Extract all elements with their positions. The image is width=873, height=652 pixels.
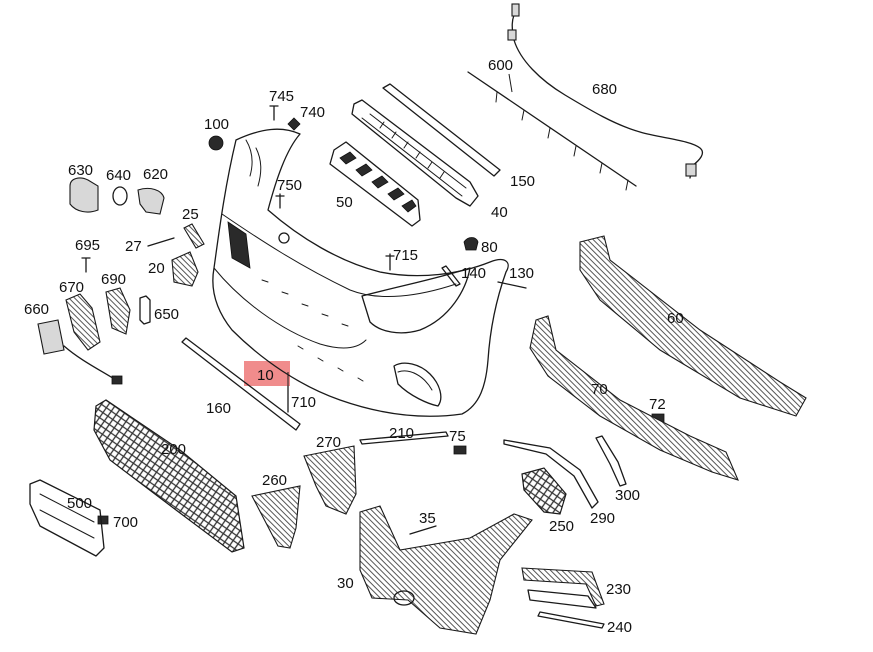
side-brackets: [171, 223, 205, 287]
label-300[interactable]: 300: [615, 487, 640, 504]
label-230[interactable]: 230: [606, 581, 631, 598]
part-50-grille-louvre: [329, 141, 421, 227]
part-200-mesh-grille: [93, 399, 245, 553]
label-620[interactable]: 620: [143, 166, 168, 183]
label-640[interactable]: 640: [106, 167, 131, 184]
label-30[interactable]: 30: [337, 575, 354, 592]
label-210[interactable]: 210: [389, 425, 414, 442]
part-150-upper-trim: [382, 83, 501, 177]
label-60[interactable]: 60: [667, 310, 684, 327]
label-40[interactable]: 40: [491, 204, 508, 221]
part-600-sensor-rail: [467, 71, 637, 191]
label-650[interactable]: 650: [154, 306, 179, 323]
label-660[interactable]: 660: [24, 301, 49, 318]
part-100-emblem: [208, 135, 224, 151]
part-40-upper-grille-rail: [351, 99, 479, 207]
label-160[interactable]: 160: [206, 400, 231, 417]
label-20[interactable]: 20: [148, 260, 165, 277]
label-80[interactable]: 80: [481, 239, 498, 256]
label-690[interactable]: 690: [101, 271, 126, 288]
part-290-side-trim: [503, 439, 599, 509]
label-710[interactable]: 710: [291, 394, 316, 411]
label-27[interactable]: 27: [125, 238, 142, 255]
label-600[interactable]: 600: [488, 57, 513, 74]
label-130[interactable]: 130: [509, 265, 534, 282]
label-240[interactable]: 240: [607, 619, 632, 636]
parking-sensors: [69, 177, 165, 215]
part-680-wiring-harness: [507, 3, 704, 179]
label-695[interactable]: 695: [75, 237, 100, 254]
label-75[interactable]: 75: [449, 428, 466, 445]
label-100[interactable]: 100: [204, 116, 229, 133]
part-500-plate-holder: [29, 479, 105, 557]
label-140[interactable]: 140: [461, 265, 486, 282]
label-740[interactable]: 740: [300, 104, 325, 121]
label-150[interactable]: 150: [510, 173, 535, 190]
label-715[interactable]: 715: [393, 247, 418, 264]
label-260[interactable]: 260: [262, 472, 287, 489]
label-50[interactable]: 50: [336, 194, 353, 211]
label-25[interactable]: 25: [182, 206, 199, 223]
part-70-lower-carrier: [529, 315, 739, 481]
side-mounts: [37, 287, 151, 385]
label-670[interactable]: 670: [59, 279, 84, 296]
part-10-bumper-cover: [212, 128, 509, 417]
label-72[interactable]: 72: [649, 396, 666, 413]
part-230-240-blades: [521, 567, 605, 629]
label-70[interactable]: 70: [591, 381, 608, 398]
part-250-side-grille: [521, 467, 567, 515]
leader-lines: [287, 73, 513, 386]
label-500[interactable]: 500: [67, 495, 92, 512]
part-60-energy-absorber: [579, 235, 807, 417]
label-10[interactable]: 10: [257, 367, 274, 384]
part-30-lower-diffuser: [359, 505, 533, 635]
label-290[interactable]: 290: [590, 510, 615, 527]
label-200[interactable]: 200: [161, 441, 186, 458]
label-750[interactable]: 750: [277, 177, 302, 194]
part-210-lower-trim: [359, 431, 449, 445]
part-10-highlight: [244, 361, 290, 386]
label-35[interactable]: 35: [419, 510, 436, 527]
label-270[interactable]: 270: [316, 434, 341, 451]
label-745[interactable]: 745: [269, 88, 294, 105]
part-160-lower-strip: [181, 337, 301, 431]
label-250[interactable]: 250: [549, 518, 574, 535]
label-700[interactable]: 700: [113, 514, 138, 531]
label-630[interactable]: 630: [68, 162, 93, 179]
part-270-side-insert: [303, 445, 357, 515]
part-260-side-insert: [251, 485, 301, 549]
part-300-side-trim: [595, 435, 627, 487]
label-680[interactable]: 680: [592, 81, 617, 98]
